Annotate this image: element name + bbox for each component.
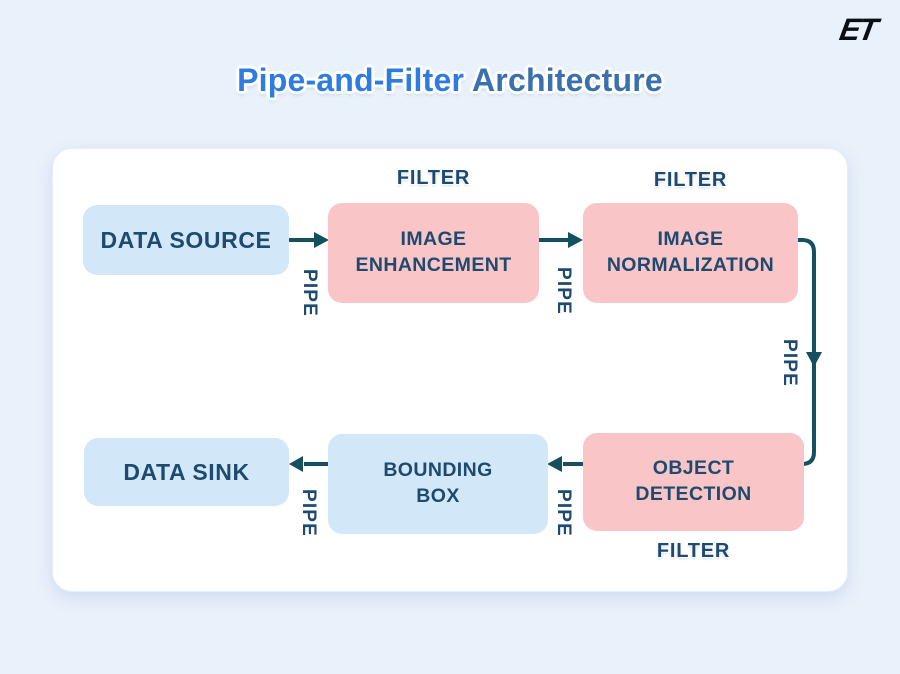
node-image-enhancement-label: IMAGE ENHANCEMENT <box>355 228 512 276</box>
arrow-data-source-to-image-enhancement <box>289 232 329 248</box>
page-title-secondary: Architecture <box>472 62 663 98</box>
node-bounding-box: BOUNDING BOX <box>328 434 548 534</box>
pipe-label-2: PIPE <box>553 266 574 316</box>
page-title: Pipe-and-Filter Architecture <box>0 62 900 99</box>
node-object-detection: OBJECT DETECTION <box>583 433 804 531</box>
node-image-normalization: IMAGE NORMALIZATION <box>583 203 798 303</box>
pipe-label-4: PIPE <box>553 488 574 538</box>
pipe-label-5: PIPE <box>298 488 319 538</box>
node-data-source: DATA SOURCE <box>83 205 289 275</box>
arrow-bounding-box-to-data-sink <box>289 456 328 472</box>
pipe-label-3: PIPE <box>779 338 800 388</box>
node-data-source-label: DATA SOURCE <box>100 226 272 253</box>
node-image-enhancement: IMAGE ENHANCEMENT <box>328 203 539 303</box>
arrow-object-detection-to-bounding-box <box>547 456 583 472</box>
filter-caption-image-normalization: FILTER <box>653 169 728 191</box>
node-object-detection-label: OBJECT DETECTION <box>635 457 752 505</box>
filter-caption-image-enhancement: FILTER <box>396 167 471 189</box>
brand-logo: ET <box>837 12 880 47</box>
page-title-primary: Pipe-and-Filter <box>237 62 465 98</box>
node-data-sink: DATA SINK <box>84 438 289 506</box>
diagram-canvas: FILTER FILTER FILTER DATA SOURCE IMAGE E… <box>52 148 848 592</box>
node-image-normalization-label: IMAGE NORMALIZATION <box>606 228 775 276</box>
node-data-sink-label: DATA SINK <box>123 458 250 485</box>
arrow-image-enhancement-to-image-normalization <box>539 232 583 248</box>
filter-caption-object-detection: FILTER <box>656 540 731 562</box>
pipe-label-1: PIPE <box>299 268 320 318</box>
node-bounding-box-label: BOUNDING BOX <box>383 459 493 507</box>
arrow-image-normalization-to-object-detection <box>797 238 822 466</box>
pipe-arrows-layer <box>289 232 822 472</box>
